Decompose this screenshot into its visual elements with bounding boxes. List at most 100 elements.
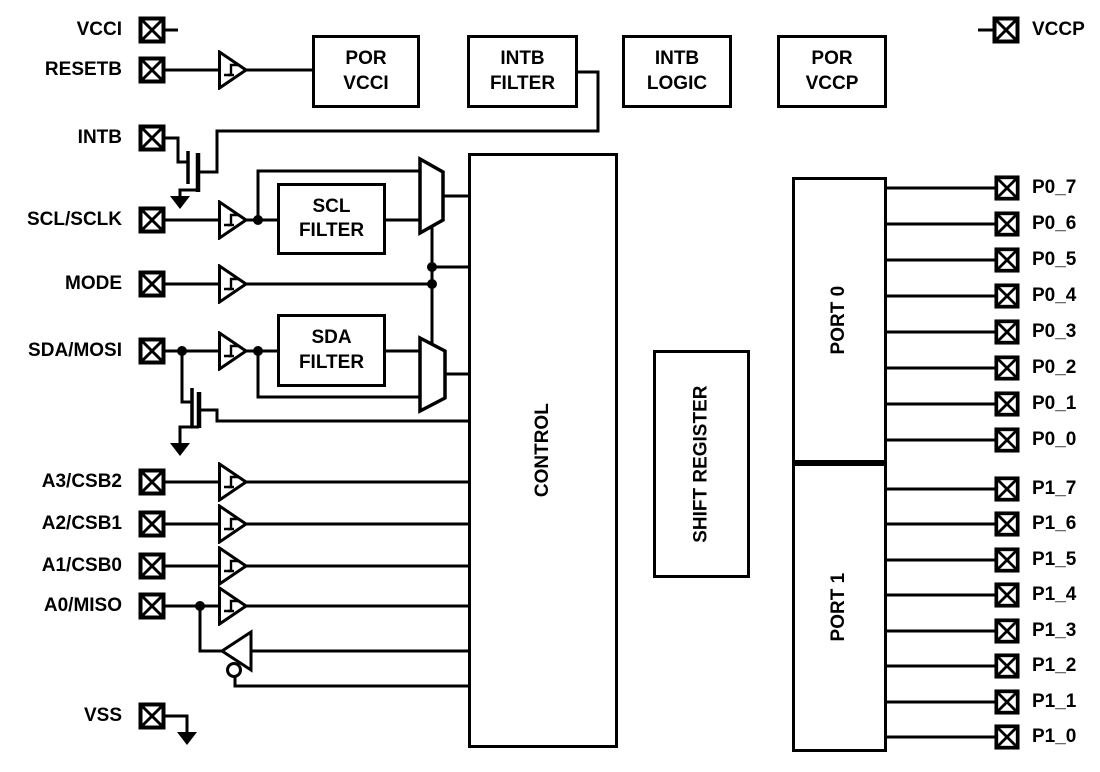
pin-p1-0-icon: [994, 724, 1020, 750]
pin-p1-5-icon: [994, 547, 1020, 573]
ground-arrow-icon: [177, 732, 197, 745]
schmitt-buffer-a0-icon: [218, 586, 248, 626]
pin-vss-icon: [138, 702, 166, 730]
wire-intb-pin-to-gate: [164, 136, 188, 164]
block-label: LOGIC: [646, 72, 708, 94]
pin-label-p0-7: P0_7: [1032, 177, 1077, 198]
pin-sda-mosi-icon: [138, 337, 166, 365]
pin-label-vss: VSS: [83, 705, 122, 726]
pin-vccp-icon: [992, 16, 1020, 44]
schmitt-buffer-scl-icon: [218, 200, 248, 240]
block-sda-filter: SDA FILTER: [277, 314, 386, 387]
pin-p0-6-icon: [994, 211, 1020, 237]
block-label: VCCP: [805, 72, 859, 94]
block-label: FILTER: [298, 220, 365, 241]
wire-scl-bypass: [256, 169, 421, 220]
pin-vcci-icon: [138, 16, 166, 44]
tristate-inverter-icon: [219, 629, 253, 673]
pin-label-p0-0: P0_0: [1032, 429, 1077, 450]
pin-p0-7-icon: [994, 175, 1020, 201]
block-intb-filter: INTB FILTER: [467, 35, 578, 108]
pin-p0-4-icon: [994, 283, 1020, 309]
pin-label-p0-4: P0_4: [1032, 285, 1077, 306]
pin-label-p0-2: P0_2: [1032, 357, 1077, 378]
pin-scl-sclk-icon: [138, 206, 166, 234]
pin-label-sda-mosi: SDA/MOSI: [28, 340, 122, 361]
block-label: SHIFT REGISTER: [690, 385, 712, 543]
schmitt-buffer-a2-icon: [218, 504, 248, 544]
block-label: FILTER: [489, 72, 556, 94]
block-label: SDA: [311, 327, 352, 349]
pin-a3-csb2-icon: [138, 468, 166, 496]
schmitt-buffer-a3-icon: [218, 462, 248, 502]
wire-sda-drain-to-control: [199, 408, 469, 423]
nmos-transistor-intb: [186, 151, 201, 192]
pin-label-p0-1: P0_1: [1032, 393, 1077, 414]
pin-p1-6-icon: [994, 511, 1020, 537]
block-por-vccp: POR VCCP: [777, 35, 887, 108]
schmitt-buffer-mode-icon: [218, 264, 248, 304]
pin-p1-3-icon: [994, 618, 1020, 644]
wire-intb-net-to-filter: [198, 70, 600, 174]
pin-resetb-icon: [138, 56, 166, 84]
pin-label-a2-csb1: A2/CSB1: [41, 513, 122, 534]
pin-mode-icon: [138, 270, 166, 298]
wire-miso-driver-output: [198, 606, 223, 653]
ground-arrow-icon: [170, 196, 190, 209]
block-label: INTB: [500, 48, 545, 70]
block-label: SCL: [312, 195, 351, 217]
schmitt-buffer-resetb-icon: [218, 50, 248, 90]
pin-label-p1-6: P1_6: [1032, 513, 1077, 534]
wire-miso-driver-enable: [233, 672, 469, 688]
pin-label-p0-6: P0_6: [1032, 213, 1077, 234]
enable-bubble-icon: [226, 662, 242, 678]
pin-p0-2-icon: [994, 355, 1020, 381]
pin-label-vccp: VCCP: [1032, 19, 1085, 40]
pin-a1-csb0-icon: [138, 552, 166, 580]
pin-label-a3-csb2: A3/CSB2: [41, 471, 122, 492]
block-label: CONTROL: [531, 403, 553, 498]
pin-p1-7-icon: [994, 476, 1020, 502]
block-port0: PORT 0: [792, 177, 887, 463]
pin-label-p1-1: P1_1: [1032, 691, 1077, 712]
pin-label-p0-5: P0_5: [1032, 249, 1077, 270]
junction-dots: [177, 215, 437, 611]
block-shift-register: SHIFT REGISTER: [653, 350, 750, 578]
block-intb-logic: INTB LOGIC: [622, 35, 732, 108]
pin-label-p1-4: P1_4: [1032, 584, 1077, 605]
signal-wires: [164, 28, 995, 739]
wire-sda-to-gate: [180, 351, 192, 404]
block-por-vcci: POR VCCI: [312, 35, 420, 108]
pin-label-p1-3: P1_3: [1032, 620, 1077, 641]
wire-sda-source: [178, 425, 199, 444]
block-label: INTB: [654, 48, 700, 70]
nmos-transistor-sda: [190, 388, 202, 428]
pin-label-a0-miso: A0/MISO: [43, 595, 122, 616]
pin-label-p1-5: P1_5: [1032, 549, 1077, 570]
pin-label-vcci: VCCI: [76, 19, 122, 40]
pin-a0-miso-icon: [138, 592, 166, 620]
pin-p0-3-icon: [994, 319, 1020, 345]
pin-label-a1-csb0: A1/CSB0: [41, 555, 122, 576]
block-label: PORT 1: [828, 573, 850, 642]
block-label: POR: [811, 48, 853, 70]
pin-intb-icon: [138, 124, 166, 152]
block-label: FILTER: [298, 351, 365, 373]
pin-label-p1-7: P1_7: [1032, 478, 1077, 499]
pin-label-p1-2: P1_2: [1032, 655, 1077, 676]
pin-label-intb: INTB: [77, 127, 122, 148]
block-control: CONTROL: [468, 153, 618, 748]
pin-p0-1-icon: [994, 391, 1020, 417]
pin-p1-1-icon: [994, 689, 1020, 715]
wire-vss-to-ground: [164, 714, 189, 733]
ground-arrow-icon: [170, 443, 190, 456]
block-port1: PORT 1: [792, 463, 887, 752]
wire-intb-source: [178, 188, 198, 197]
pin-p0-0-icon: [994, 427, 1020, 453]
block-scl-filter: SCL FILTER: [277, 183, 386, 255]
sda-mux-icon: [418, 335, 447, 414]
wire-sda-bypass: [256, 351, 421, 399]
pin-p1-2-icon: [994, 653, 1020, 679]
